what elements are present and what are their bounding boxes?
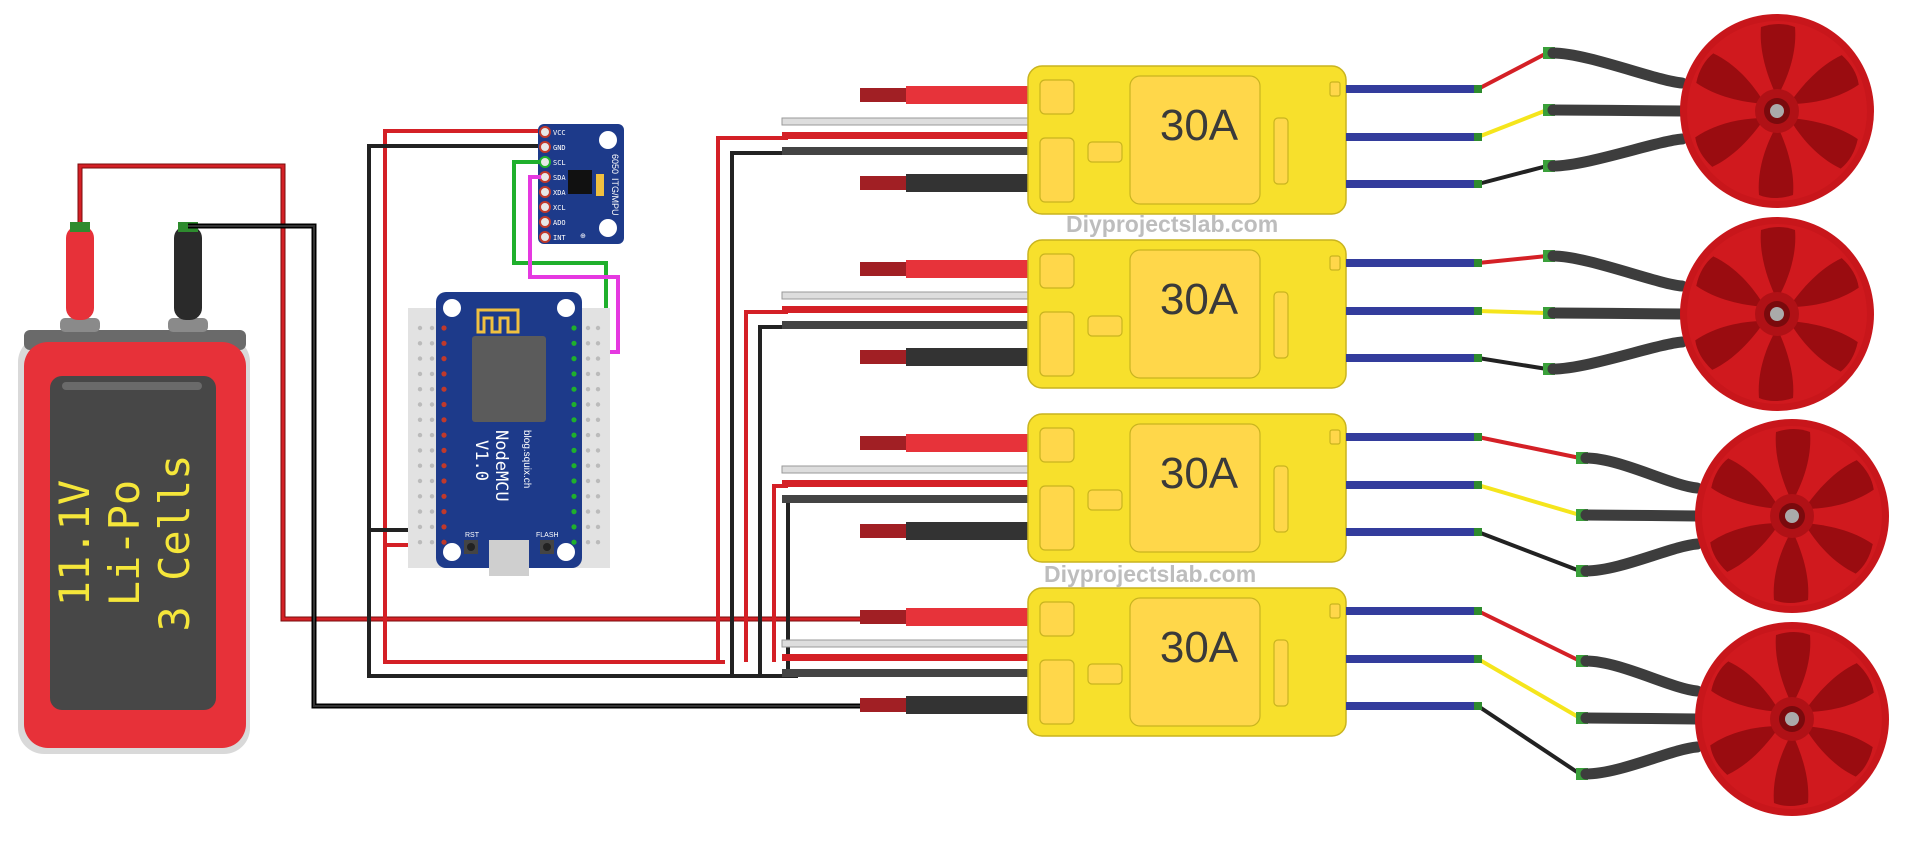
esc-rating-label: 30A — [1160, 449, 1239, 498]
battery-label-line1: 11.1V — [50, 480, 99, 606]
nodemcu-rst-label: RST — [465, 532, 480, 539]
power-wires — [77, 129, 860, 709]
brushless-motor — [1680, 14, 1874, 208]
esc-unit: 30A — [781, 239, 1688, 389]
esc-rating-label: 30A — [1160, 275, 1239, 324]
brushless-motor — [1680, 217, 1874, 411]
mpu-pin-int: INT — [553, 234, 566, 242]
esc-unit: 30A — [781, 587, 1703, 780]
mpu-board-text: ITG/MPU — [610, 178, 620, 216]
battery-label-line2: Li-Po — [100, 480, 149, 606]
watermark-bottom: Diyprojectslab.com — [1044, 561, 1256, 587]
nodemcu-board: NodeMCU V1.0 blog.squix.ch RST FLASH — [408, 292, 610, 576]
battery-label-line3: 3 Cells — [150, 454, 199, 631]
brushless-motor — [1695, 622, 1889, 816]
battery-positive-lead — [66, 226, 94, 320]
esc-rating-label: 30A — [1160, 101, 1239, 150]
brushless-motor — [1695, 419, 1889, 613]
mpu-pin-sda: SDA — [553, 174, 566, 182]
mpu-model-text: 6050 — [610, 154, 620, 174]
mpu-pin-xcl: XCL — [553, 204, 566, 212]
watermark-top: Diyprojectslab.com — [1066, 211, 1278, 237]
nodemcu-flash-label: FLASH — [536, 532, 559, 539]
battery-negative-lead — [174, 226, 202, 320]
mpu-pin-ado: ADO — [553, 219, 566, 227]
nodemcu-name: NodeMCU — [491, 430, 511, 502]
nodemcu-site: blog.squix.ch — [521, 430, 532, 488]
mpu-axis-icon: ⊕ — [580, 233, 586, 240]
mpu-pin-scl: SCL — [553, 159, 566, 167]
mpu6050-module: VCC GND SCL SDA XDA XCL ADO INT ITG/MPU … — [538, 124, 624, 244]
esc-rating-label: 30A — [1160, 623, 1239, 672]
nodemcu-version: V1.0 — [471, 440, 491, 481]
esc-unit: 30A — [781, 413, 1703, 577]
esc-group: 30A 30A 30A 30A — [781, 47, 1703, 780]
lipo-battery: 11.1V Li-Po 3 Cells — [18, 222, 250, 754]
motor-group — [1680, 14, 1889, 816]
mpu-pin-gnd: GND — [553, 144, 566, 152]
mpu-pin-xda: XDA — [553, 189, 566, 197]
esc-unit: 30A — [781, 47, 1688, 215]
mpu-pin-vcc: VCC — [553, 129, 566, 137]
